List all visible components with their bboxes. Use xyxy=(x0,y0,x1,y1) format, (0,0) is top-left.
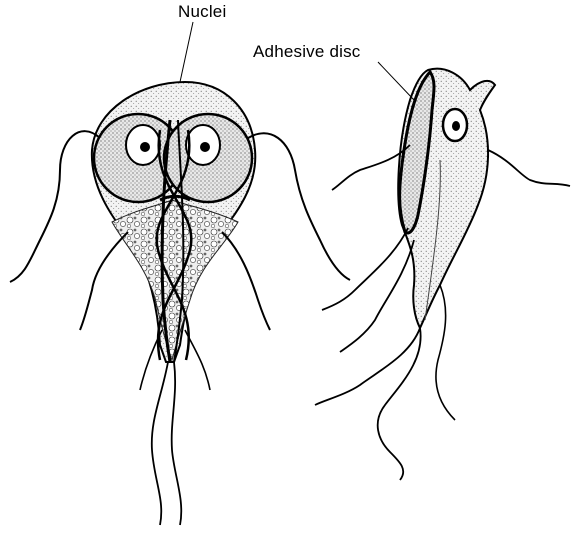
caudal-flagellum-2 xyxy=(172,362,182,525)
lateral-ventral-flagellum-1 xyxy=(322,228,408,310)
ventral-cytoplasm-region xyxy=(112,200,238,360)
lateral-caudal-flagellum-1 xyxy=(315,328,420,405)
left-lateral-flagellum xyxy=(80,232,128,330)
nucleolus-left xyxy=(140,142,150,152)
right-anterior-flagellum xyxy=(248,133,350,280)
trophozoite-lateral-view xyxy=(315,62,570,480)
lateral-ventral-flagellum-2 xyxy=(340,240,414,352)
lateral-caudal-flagellum-2 xyxy=(378,328,421,480)
adhesive-disc-leader-line xyxy=(378,62,414,100)
caudal-flagellum-1 xyxy=(152,362,168,525)
right-lateral-flagellum xyxy=(222,232,270,330)
adhesive-disc-label: Adhesive disc xyxy=(253,42,361,62)
lateral-nucleolus xyxy=(452,121,460,131)
lateral-anterior-flagellum-right xyxy=(488,150,570,186)
left-anterior-flagellum xyxy=(10,131,100,282)
lateral-caudal-flagellum-3 xyxy=(436,285,455,420)
caudal-flagellum-3 xyxy=(185,330,210,390)
nuclei-leader-line xyxy=(180,22,193,82)
trophozoite-ventral-view xyxy=(10,22,350,525)
nuclei-label: Nuclei xyxy=(178,2,226,22)
nucleolus-right xyxy=(200,142,210,152)
